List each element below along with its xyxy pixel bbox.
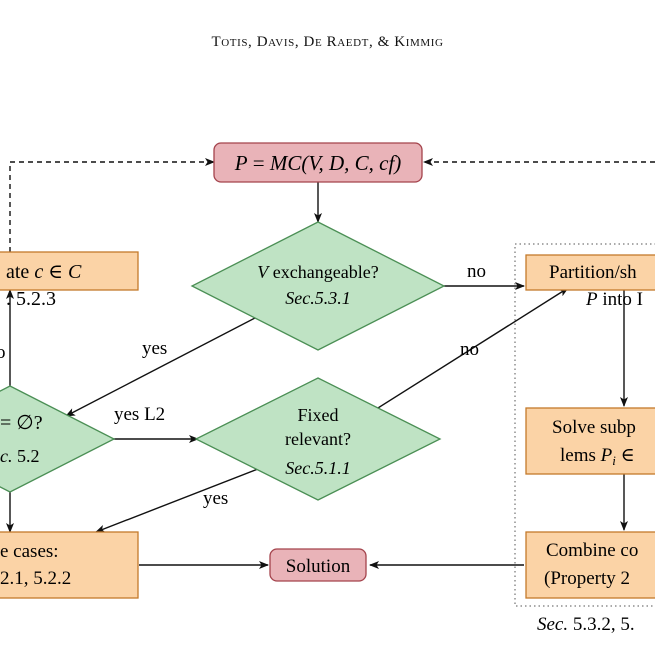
node-base-cases: e cases: 2.1, 5.2.2 xyxy=(0,531,139,599)
edge-fixed-yes xyxy=(95,468,259,533)
svg-text:P = MC(V, D, C, cf): P = MC(V, D, C, cf) xyxy=(234,151,402,175)
svg-text:P into I: P into I xyxy=(585,289,643,310)
running-header: Totis, Davis, De Raedt, & Kimmig xyxy=(211,34,444,50)
label-yes-l2: yes L2 xyxy=(114,404,165,425)
node-eliminate-constraint: ate c ∈ C . 5.2.3 xyxy=(0,251,139,310)
svg-text:Combine co: Combine co xyxy=(546,540,638,561)
svg-text:Sec.5.3.1: Sec.5.3.1 xyxy=(285,288,350,308)
group-caption: Sec. 5.3.2, 5. xyxy=(537,614,635,635)
node-combine: Combine co (Property 2 xyxy=(525,531,655,599)
label-fixed-yes: yes xyxy=(203,488,228,509)
svg-text:relevant?: relevant? xyxy=(285,429,351,449)
svg-text:lems Pi ∈: lems Pi ∈ xyxy=(560,445,635,468)
svg-text:Solution: Solution xyxy=(286,556,351,577)
node-problem: P = MC(V, D, C, cf) xyxy=(213,142,423,183)
edge-exch-yes xyxy=(65,317,256,417)
node-solve-subproblems: Solve subp lems Pi ∈ xyxy=(525,407,655,475)
svg-text:(Property 2: (Property 2 xyxy=(544,568,630,589)
svg-text:ate c ∈ C: ate c ∈ C xyxy=(6,261,82,283)
node-partition: Partition/sh P into I xyxy=(525,254,655,310)
feedback-arrow-left xyxy=(9,158,215,252)
label-left-cut: o xyxy=(0,342,6,363)
svg-text:c. 5.2: c. 5.2 xyxy=(0,446,40,466)
svg-text:V exchangeable?: V exchangeable? xyxy=(257,262,378,282)
node-exchangeable-decision: V exchangeable? Sec.5.3.1 xyxy=(190,221,446,351)
svg-text:Fixed: Fixed xyxy=(297,405,338,425)
svg-text:Partition/sh: Partition/sh xyxy=(549,262,637,283)
edge-fixed-no xyxy=(377,287,569,409)
label-fixed-no: no xyxy=(460,339,479,360)
label-exch-yes: yes xyxy=(142,338,167,359)
node-fixed-relevant-decision: Fixed relevant? Sec.5.1.1 xyxy=(194,377,442,501)
node-empty-check-decision: = ∅? c. 5.2 xyxy=(0,385,116,493)
svg-text:. 5.2.3: . 5.2.3 xyxy=(6,288,56,310)
label-exch-no: no xyxy=(467,261,486,282)
svg-text:2.1, 5.2.2: 2.1, 5.2.2 xyxy=(0,568,71,589)
svg-text:e cases:: e cases: xyxy=(0,541,59,562)
node-solution: Solution xyxy=(269,548,367,582)
svg-text:= ∅?: = ∅? xyxy=(0,412,43,434)
svg-text:Solve subp: Solve subp xyxy=(552,417,636,438)
svg-text:Sec.5.1.1: Sec.5.1.1 xyxy=(285,458,350,478)
